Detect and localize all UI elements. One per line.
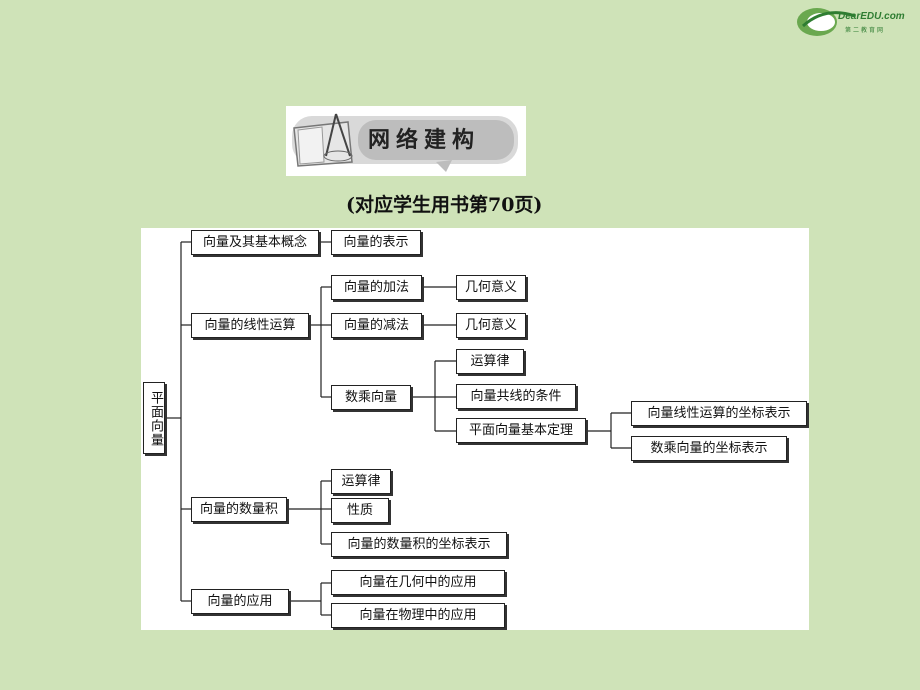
node-scalar-coordinate-representation: 数乘向量的坐标表示 — [631, 436, 787, 461]
node-scalar-laws: 运算律 — [456, 349, 524, 374]
node-linear-operations: 向量的线性运算 — [191, 313, 309, 338]
node-subtraction-meaning: 几何意义 — [456, 313, 526, 338]
node-linear-coordinate-representation: 向量线性运算的坐标表示 — [631, 401, 807, 426]
logo-tagline: 第二教育网 — [845, 27, 886, 34]
root-node: 平面向量 — [143, 382, 165, 454]
section-banner — [286, 106, 526, 176]
logo-brand: DearEDU.com — [838, 11, 905, 22]
node-vector-applications: 向量的应用 — [191, 589, 289, 614]
node-physics-applications: 向量在物理中的应用 — [331, 603, 505, 628]
node-dot-product: 向量的数量积 — [191, 497, 287, 522]
node-scalar-multiplication: 数乘向量 — [331, 385, 411, 410]
node-vector-basic-concepts: 向量及其基本概念 — [191, 230, 319, 255]
concept-map-panel: 平面向量 向量及其基本概念 向量的表示 向量的线性运算 向量的加法 几何意义 向… — [141, 228, 809, 630]
node-dot-product-properties: 性质 — [331, 498, 389, 523]
node-vector-representation: 向量的表示 — [331, 230, 421, 255]
node-vector-addition: 向量的加法 — [331, 275, 422, 300]
node-basic-theorem: 平面向量基本定理 — [456, 418, 586, 443]
connector-lines — [165, 241, 631, 616]
page-reference: (对应学生用书第70页) — [346, 194, 543, 216]
book-compass-icon — [292, 113, 518, 172]
node-addition-meaning: 几何意义 — [456, 275, 526, 300]
dearedu-logo — [797, 8, 856, 36]
node-geometry-applications: 向量在几何中的应用 — [331, 570, 505, 595]
node-collinear-condition: 向量共线的条件 — [456, 384, 576, 409]
node-dot-product-laws: 运算律 — [331, 469, 391, 494]
node-dot-product-coordinates: 向量的数量积的坐标表示 — [331, 532, 507, 557]
banner-title: 网络建构 — [368, 128, 481, 153]
node-vector-subtraction: 向量的减法 — [331, 313, 422, 338]
